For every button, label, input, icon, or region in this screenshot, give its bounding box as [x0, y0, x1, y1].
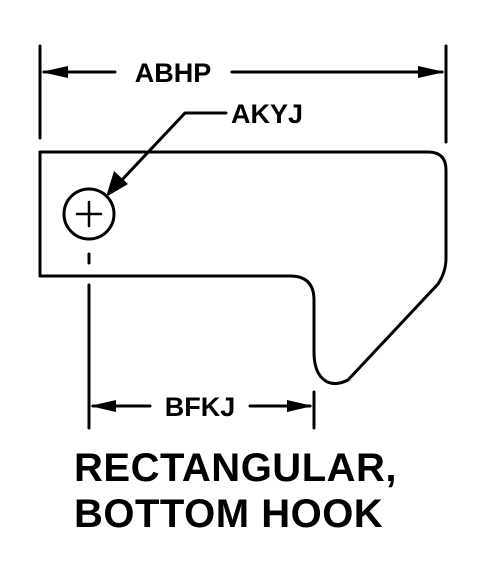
part-outline — [38, 150, 448, 385]
arrowhead-abhp-right — [418, 66, 445, 78]
caption: RECTANGULAR, BOTTOM HOOK — [74, 445, 397, 537]
label-abhp: ABHP — [135, 58, 212, 88]
arrowhead-bfkj-left — [90, 400, 116, 412]
hole-circle — [62, 187, 116, 241]
caption-line-1: RECTANGULAR, — [74, 446, 398, 490]
caption-line-2: BOTTOM HOOK — [74, 492, 384, 536]
arrowhead-abhp-left — [41, 66, 68, 78]
label-bfkj: BFKJ — [165, 392, 236, 422]
arrowhead-bfkj-right — [287, 400, 313, 412]
leader-akyj — [118, 111, 228, 184]
label-akyj: AKYJ — [231, 99, 303, 129]
arrowhead-akyj — [106, 171, 128, 197]
